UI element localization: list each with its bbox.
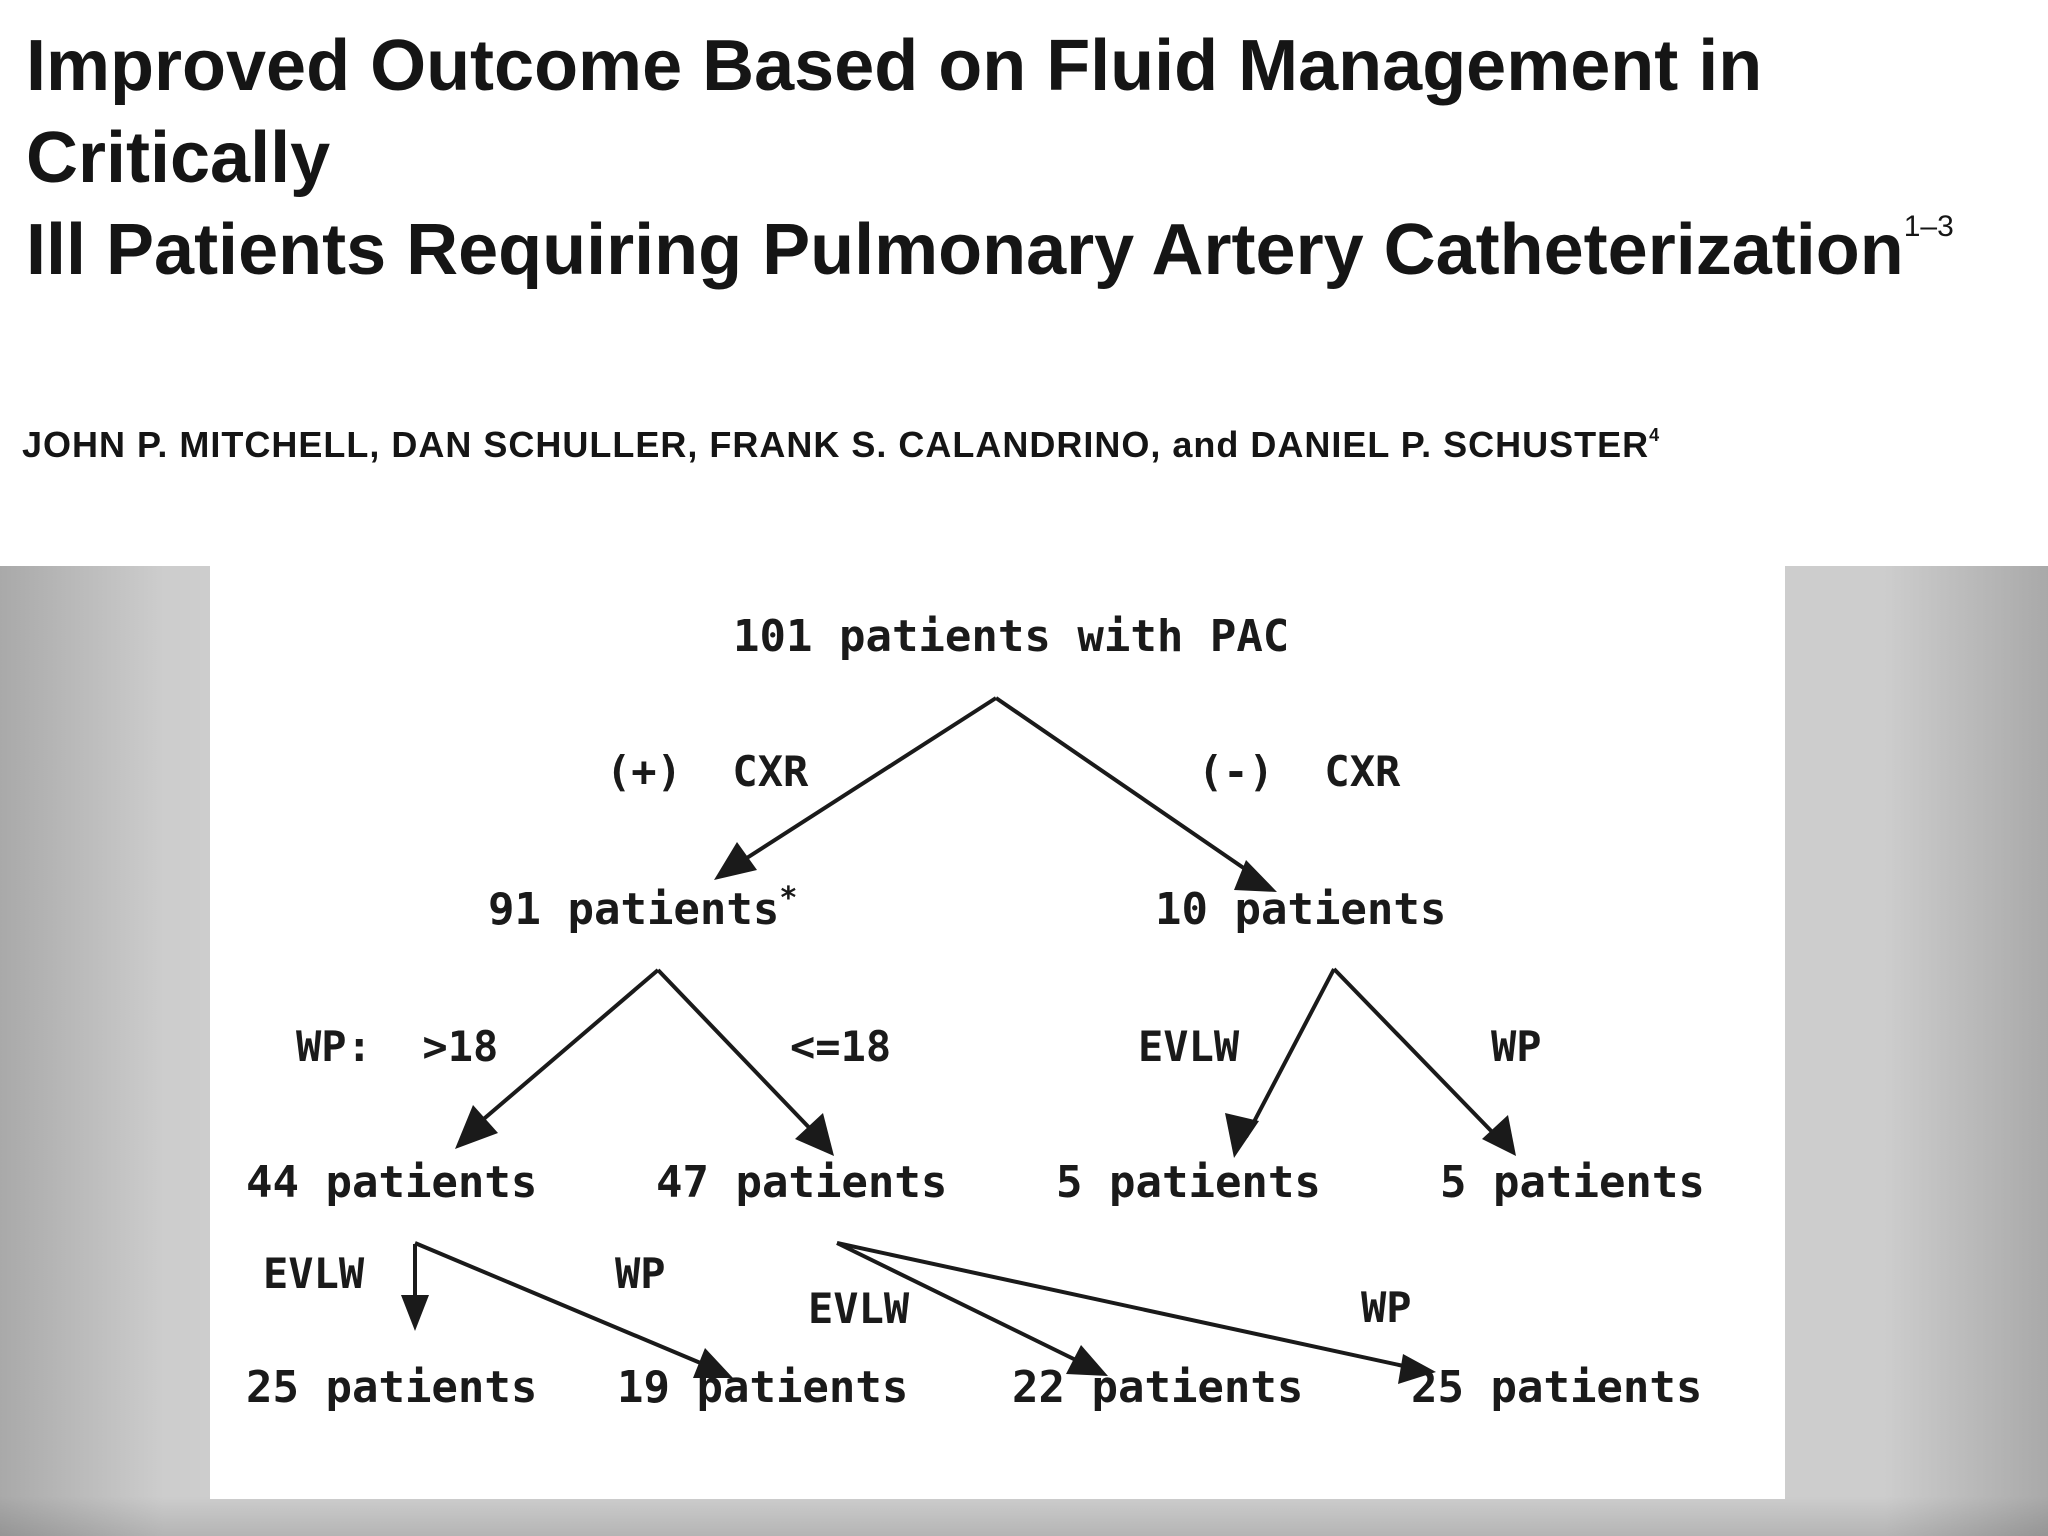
branch-label-wp-low: <=18 (790, 1022, 891, 1071)
title-line-2: Ill Patients Requiring Pulmonary Artery … (26, 210, 1904, 290)
connector-low-to-evlw (836, 1241, 1087, 1367)
node-level4-1: 25 patients (246, 1362, 537, 1413)
arrowhead-neg-evlw (1225, 1113, 1259, 1158)
author-list: JOHN P. MITCHELL, DAN SCHULLER, FRANK S.… (22, 424, 2022, 466)
branch-label-high-wp: WP (615, 1249, 666, 1298)
connector-low-to-wp (836, 1241, 1414, 1370)
branch-label-neg-wp: WP (1491, 1022, 1542, 1071)
branch-label-high-evlw: EVLW (263, 1249, 365, 1298)
flowchart-svg: 101 patients with PAC (+) CXR (-) CXR 91… (246, 611, 1705, 1413)
branch-label-low-wp: WP (1361, 1283, 1412, 1332)
node-negative-group: 10 patients (1155, 884, 1446, 935)
node-positive-group-asterisk: * (779, 881, 797, 916)
connector-negative-to-evlw (1244, 968, 1336, 1138)
node-level3-2: 47 patients (656, 1157, 947, 1208)
arrowhead-wp-low (795, 1113, 834, 1156)
arrowhead-low-evlw (1066, 1345, 1108, 1376)
node-level3-4: 5 patients (1440, 1157, 1705, 1208)
root-node: 101 patients with PAC (733, 611, 1289, 662)
paper-header: Improved Outcome Based on Fluid Manageme… (0, 0, 2048, 566)
node-positive-group: 91 patients* (488, 881, 797, 935)
branch-label-negative-cxr: (-) CXR (1198, 747, 1401, 796)
connector-high-to-wp (414, 1241, 711, 1369)
node-level4-4: 25 patients (1411, 1362, 1702, 1413)
connector-root-to-negative (994, 696, 1266, 884)
arrowhead-high-evlw (401, 1295, 429, 1331)
branch-label-positive-cxr: (+) CXR (606, 747, 809, 796)
title-reference-superscript: 1–3 (1903, 210, 1954, 243)
node-level3-1: 44 patients (246, 1157, 537, 1208)
arrowhead-positive-group (714, 842, 757, 880)
arrowhead-low-wp (1398, 1354, 1436, 1384)
author-footnote-marker: 4 (1649, 425, 1661, 445)
arrowhead-wp-high (455, 1105, 498, 1149)
node-positive-group-label: 91 patients (488, 884, 779, 935)
connector-positive-to-wp-low (656, 968, 823, 1142)
connector-positive-to-wp-high (463, 968, 660, 1137)
title-line-1: Improved Outcome Based on Fluid Manageme… (26, 26, 1763, 198)
branch-label-low-evlw: EVLW (808, 1284, 910, 1333)
node-level3-3: 5 patients (1056, 1157, 1321, 1208)
paper-title: Improved Outcome Based on Fluid Manageme… (26, 20, 2016, 296)
flowchart-figure: 101 patients with PAC (+) CXR (-) CXR 91… (210, 566, 1785, 1499)
branch-label-wp-high: WP: >18 (296, 1022, 498, 1071)
arrowhead-neg-wp (1482, 1115, 1516, 1156)
arrowhead-high-wp (693, 1348, 733, 1378)
arrowhead-negative-group (1234, 860, 1277, 892)
node-level4-2: 19 patients (617, 1362, 908, 1413)
connector-negative-to-wp (1332, 967, 1500, 1140)
branch-label-neg-evlw: EVLW (1138, 1022, 1240, 1071)
node-level4-3: 22 patients (1012, 1362, 1303, 1413)
connector-root-to-positive (723, 696, 998, 874)
author-names: JOHN P. MITCHELL, DAN SCHULLER, FRANK S.… (22, 424, 1650, 465)
